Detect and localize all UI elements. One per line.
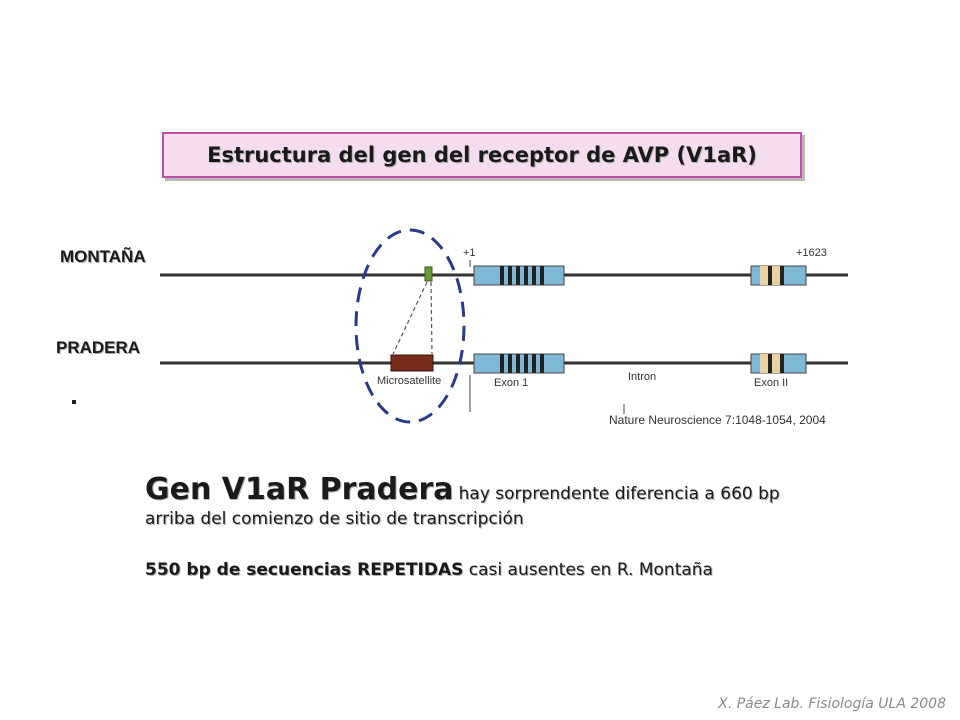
- line1-rest: hay sorprendente diferencia a 660 bp: [458, 484, 780, 504]
- text-line-2: arriba del comienzo de sitio de transcri…: [145, 509, 524, 529]
- pradera-label: PRADERA: [56, 338, 141, 357]
- page-title: Estructura del gen del receptor de AVP (…: [207, 143, 757, 167]
- connector-right: [430, 281, 433, 355]
- pradera-exon2: [750, 353, 807, 374]
- montana-exon2: [750, 265, 807, 286]
- line3-rest: casi ausentes en R. Montaña: [468, 560, 713, 580]
- connector-left: [392, 281, 428, 355]
- end-label: +1623: [796, 247, 827, 259]
- title-box: Estructura del gen del receptor de AVP (…: [162, 132, 802, 178]
- text-line-3: 550 bp de secuencias REPETIDAS casi ause…: [145, 560, 713, 580]
- microsatellite-block: [390, 354, 434, 372]
- start-label: +1: [463, 247, 476, 259]
- microsatellite-label: Microsatellite: [377, 375, 441, 387]
- footer-credit: X. Páez Lab. Fisiología ULA 2008: [718, 696, 946, 712]
- gene-heading: Gen V1aR Pradera: [145, 472, 454, 507]
- exon2-label: Exon II: [754, 377, 788, 389]
- montana-exon1: [473, 265, 565, 286]
- dot-mark: [72, 400, 76, 404]
- montana-label: MONTAÑA: [60, 247, 146, 266]
- intron-label: Intron: [628, 371, 656, 383]
- montana-small-marker: [424, 266, 433, 282]
- text-line-1: Gen V1aR Pradera hay sorprendente difere…: [145, 472, 780, 507]
- exon1-label: Exon 1: [494, 377, 528, 389]
- citation: Nature Neuroscience 7:1048-1054, 2004: [609, 413, 826, 427]
- line3-bold: 550 bp de secuencias REPETIDAS: [145, 560, 464, 580]
- highlight-ellipse: [354, 228, 466, 424]
- pradera-exon1: [473, 353, 565, 374]
